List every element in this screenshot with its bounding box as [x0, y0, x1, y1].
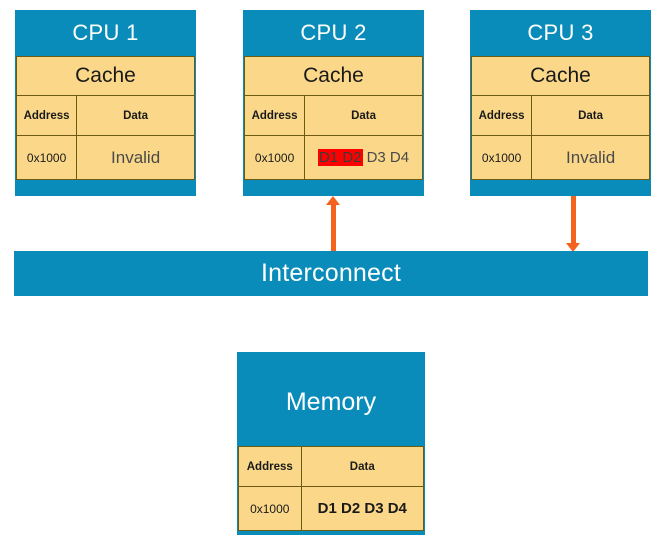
interconnect-bar[interactable]: Interconnect	[14, 251, 648, 296]
connector-cpu2	[326, 196, 340, 252]
column-header-address: Address	[17, 96, 78, 135]
memory-title: Memory	[285, 387, 377, 416]
memory-block-footer	[237, 531, 425, 535]
cache-label: Cache	[17, 57, 194, 96]
table-row: 0x1000 Invalid	[472, 136, 649, 180]
cell-address: 0x1000	[245, 136, 306, 179]
cpu-title: CPU 3	[527, 20, 594, 45]
column-header-address: Address	[472, 96, 533, 135]
cell-address: 0x1000	[17, 136, 78, 179]
column-header-address: Address	[245, 96, 306, 135]
data-highlight-segment: D1 D2	[318, 149, 363, 166]
table-header-row: Address Data	[17, 96, 194, 136]
column-header-data: Data	[578, 109, 604, 122]
column-header-data: Data	[351, 109, 377, 122]
table-row: 0x1000 Invalid	[17, 136, 194, 180]
cpu-title: CPU 1	[72, 20, 139, 45]
column-header-data: Data	[123, 109, 149, 122]
cache-table: Cache Address Data 0x1000 Invalid	[471, 56, 650, 180]
cpu-block-3[interactable]: CPU 3 Cache Address Data 0x1000 Invalid	[470, 10, 651, 196]
column-header-address: Address	[239, 447, 302, 486]
memory-block[interactable]: Memory Address Data 0x1000 D1 D2 D3 D4	[237, 352, 425, 535]
arrow-up-icon	[326, 196, 340, 205]
interconnect-label: Interconnect	[261, 259, 401, 287]
arrow-down-icon	[566, 243, 580, 252]
cell-data: D1 D2 D3 D4	[317, 500, 407, 517]
cache-label: Cache	[245, 57, 422, 96]
cpu-block-1[interactable]: CPU 1 Cache Address Data 0x1000 Invalid	[15, 10, 196, 196]
table-header-row: Address Data	[245, 96, 422, 136]
cell-address: 0x1000	[239, 487, 302, 530]
cell-data: Invalid	[566, 147, 616, 167]
data-plain-segment: D3 D4	[366, 149, 410, 166]
connector-line	[570, 196, 576, 244]
cell-address: 0x1000	[472, 136, 533, 179]
column-header-data: Data	[349, 460, 375, 473]
cpu-block-footer	[15, 180, 196, 196]
cell-data: Invalid	[111, 147, 161, 167]
table-header-row: Address Data	[239, 447, 423, 487]
memory-table: Address Data 0x1000 D1 D2 D3 D4	[238, 446, 424, 531]
cpu-block-footer	[243, 180, 424, 196]
table-row: 0x1000 D1 D2 D3 D4	[239, 487, 423, 531]
cache-label: Cache	[472, 57, 649, 96]
cpu-block-footer	[470, 180, 651, 196]
cpu-title: CPU 2	[300, 20, 367, 45]
connector-cpu3	[566, 196, 580, 252]
table-header-row: Address Data	[472, 96, 649, 136]
cache-table: Cache Address Data 0x1000 Invalid	[16, 56, 195, 180]
connector-line	[330, 204, 336, 252]
